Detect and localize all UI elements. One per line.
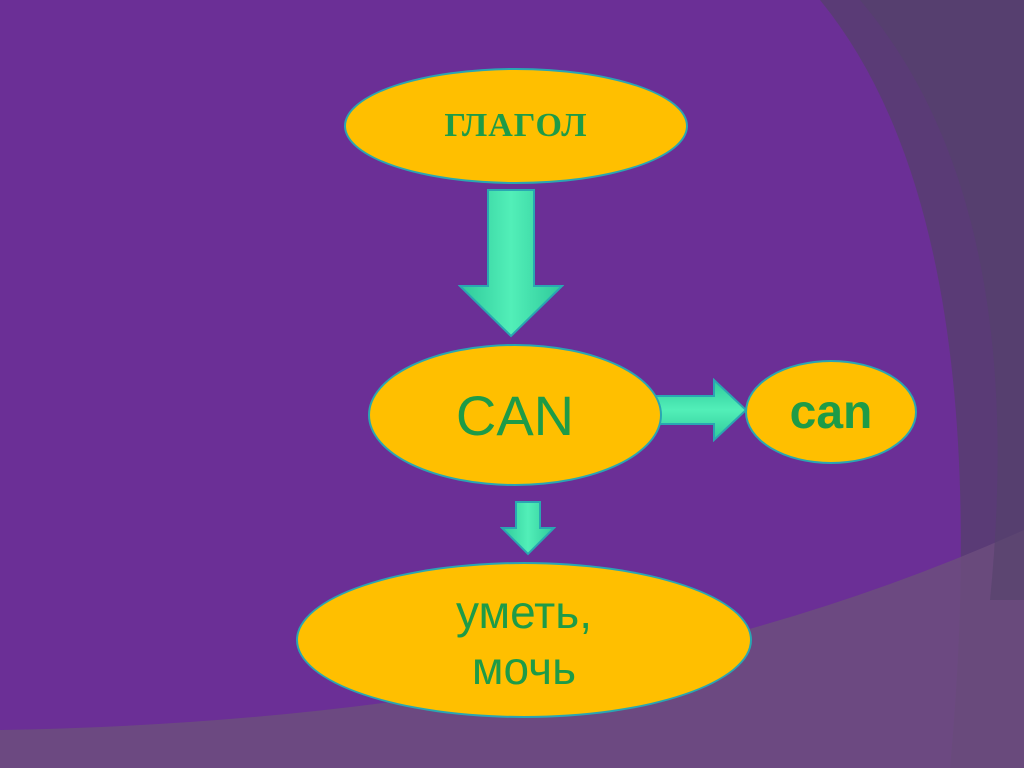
node-can-lower-label: can	[789, 385, 873, 439]
node-meaning: уметь, мочь	[296, 562, 752, 718]
arrow-down-small	[500, 501, 556, 556]
node-meaning-line2: мочь	[471, 642, 577, 694]
node-verb: ГЛАГОЛ	[344, 68, 688, 184]
arrow-down-large	[458, 189, 564, 338]
node-verb-label: ГЛАГОЛ	[444, 107, 588, 144]
node-can-lower: can	[745, 360, 917, 464]
node-can-upper-label: CAN	[455, 383, 575, 447]
node-can-upper: CAN	[368, 344, 662, 486]
node-meaning-line1: уметь,	[456, 586, 592, 638]
